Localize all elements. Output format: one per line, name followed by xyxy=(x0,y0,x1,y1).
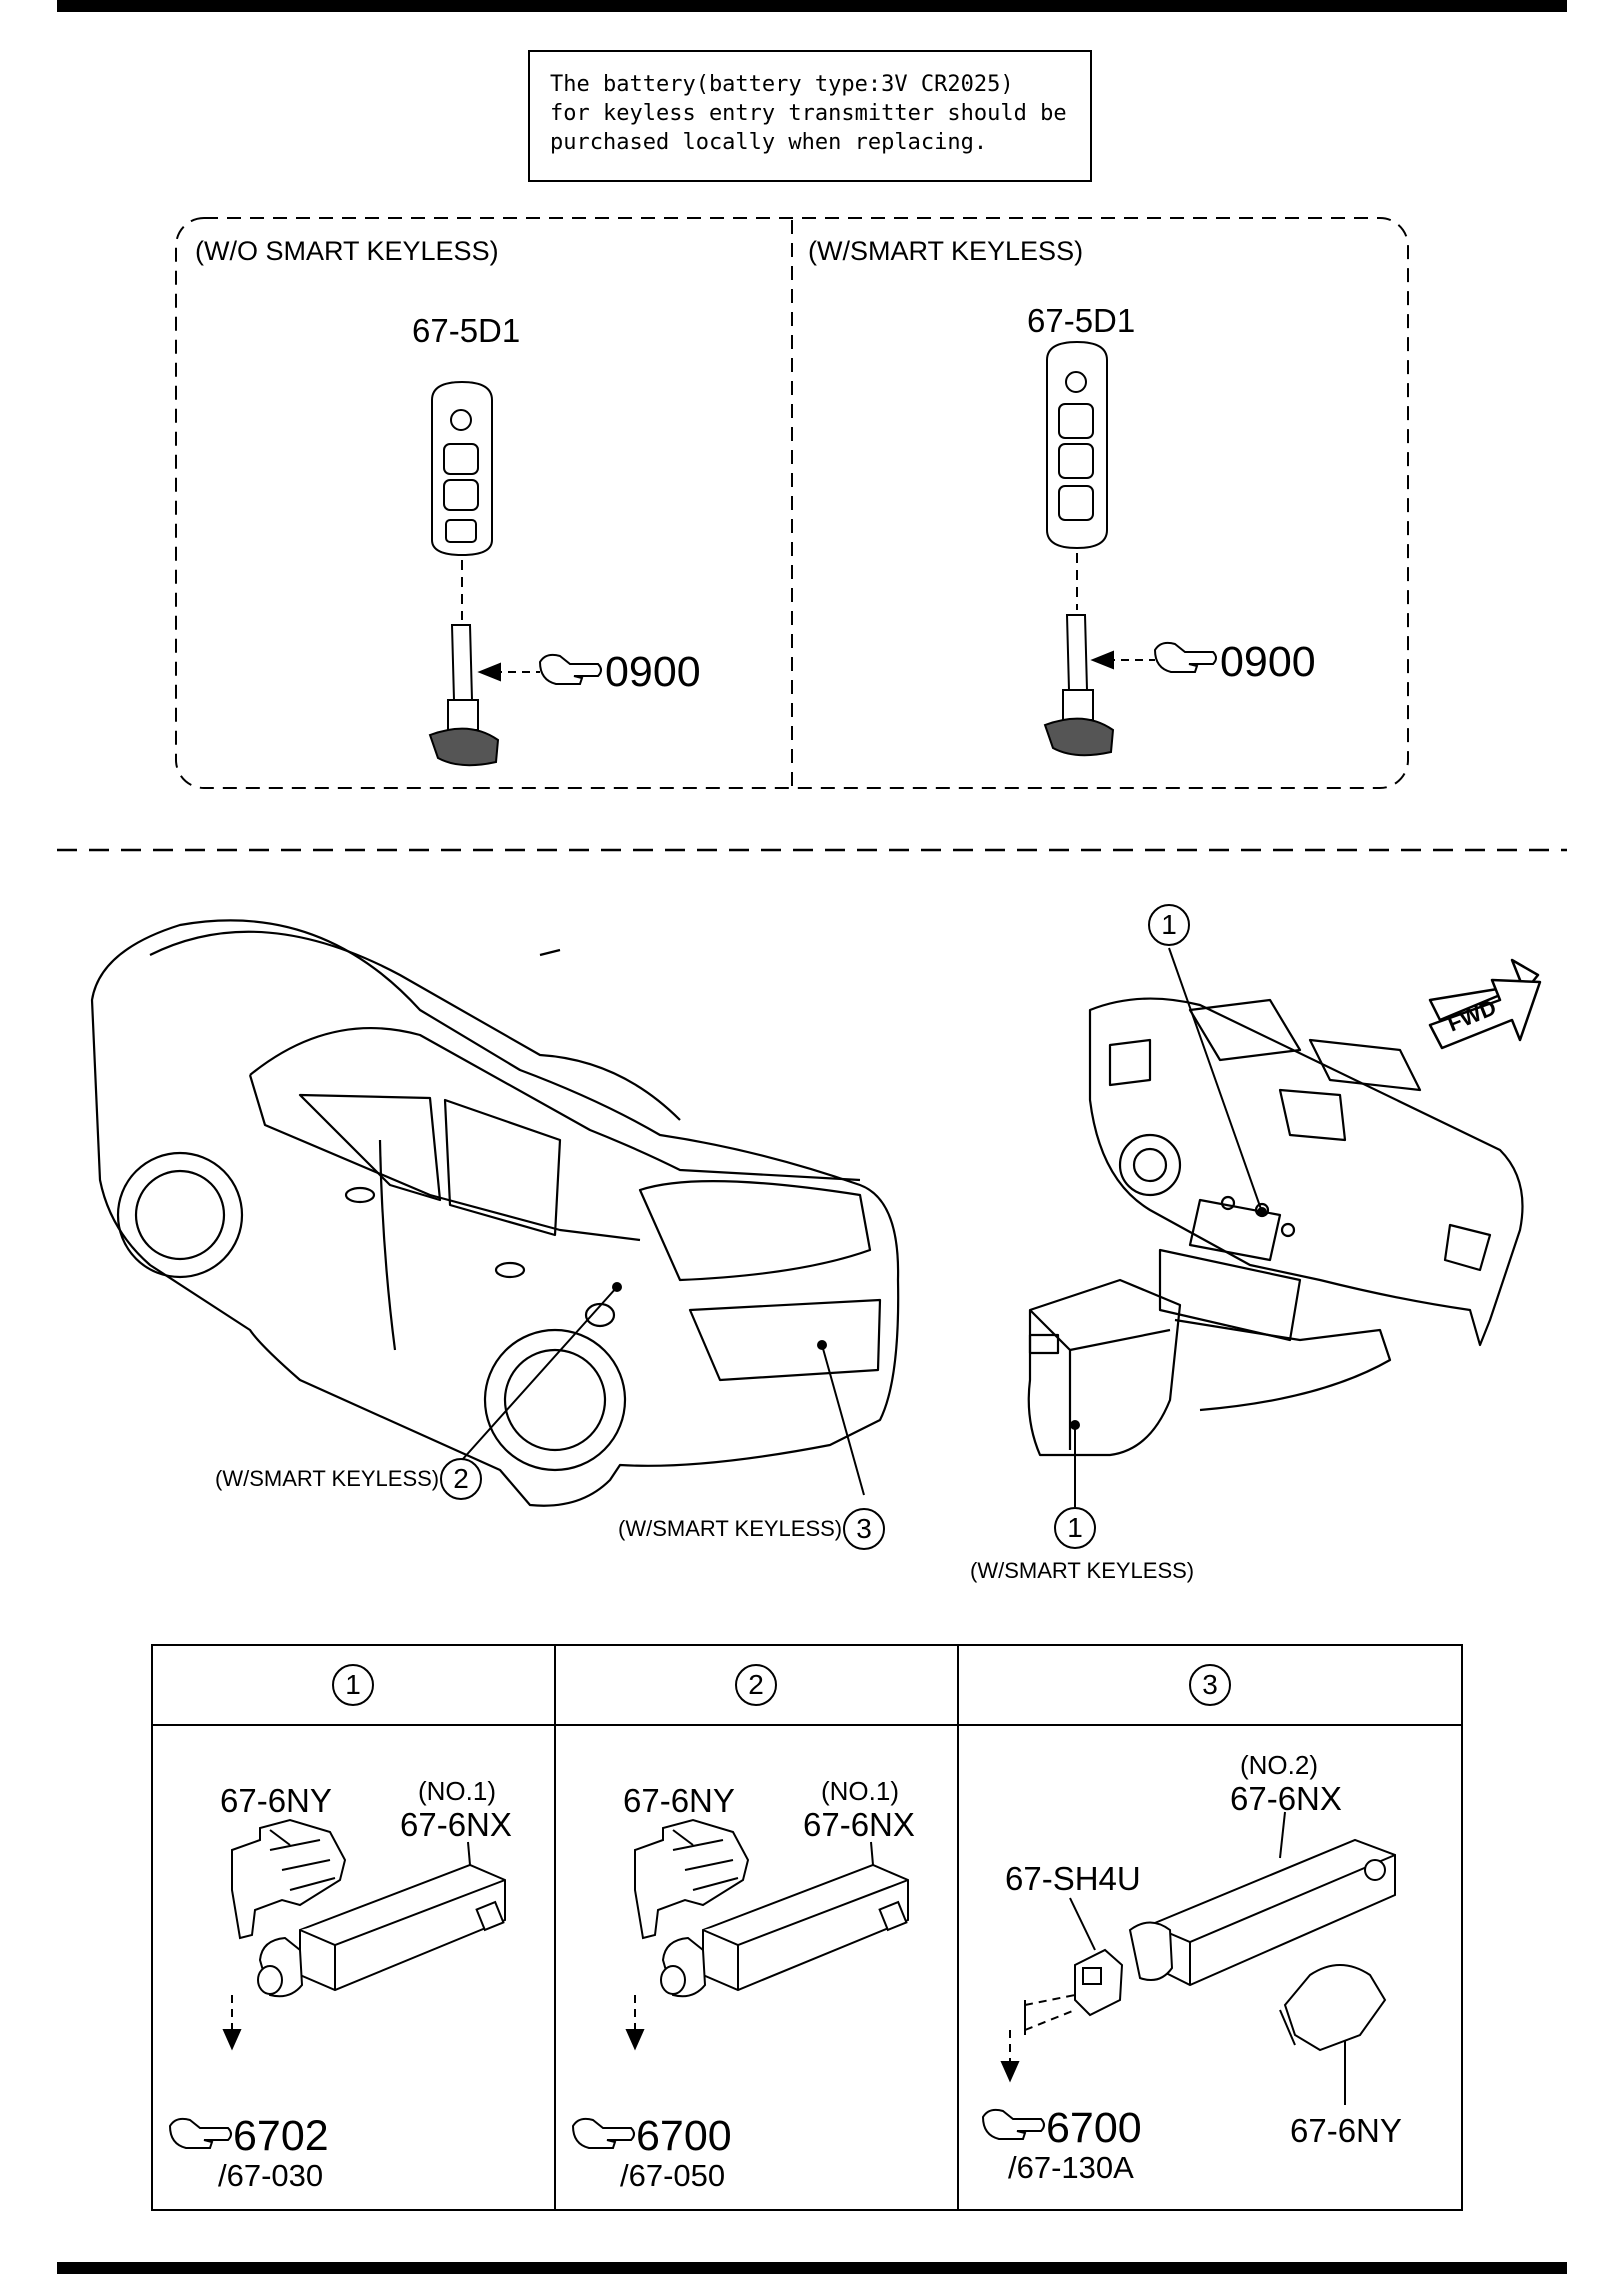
antenna-cover-icon xyxy=(1074,1948,1124,2017)
callout-3-rear-bumper: 3 xyxy=(843,1508,885,1550)
antenna-bracket-icon xyxy=(1279,1964,1387,2052)
reference-number: 6700 xyxy=(636,2112,732,2160)
reference-number: 0900 xyxy=(605,648,701,696)
table-header-1: 1 xyxy=(332,1664,374,1706)
antenna-number-label: (NO.1) xyxy=(821,1776,899,1806)
note-line: purchased locally when replacing. xyxy=(550,130,988,155)
reference-number: 6700 xyxy=(1046,2104,1142,2152)
vehicle-illustration xyxy=(90,919,900,1507)
antenna-bracket-icon xyxy=(231,1818,347,1940)
top-border-bar xyxy=(57,0,1567,12)
reference-sub: /67-130A xyxy=(1008,2150,1134,2185)
reference-arrow xyxy=(1000,2030,1020,2083)
part-number-transmitter: 67-5D1 xyxy=(1027,302,1136,339)
callout-3-condition: (W/SMART KEYLESS) xyxy=(618,1516,843,1541)
reference-sub: /67-030 xyxy=(218,2158,324,2193)
part-number-transmitter: 67-5D1 xyxy=(412,312,521,349)
battery-note-box: The battery(battery type:3V CR2025) for … xyxy=(528,50,1092,182)
antenna-bracket-icon xyxy=(634,1818,750,1940)
antenna-unit-icon xyxy=(660,1863,909,1998)
mechanical-key-icon xyxy=(428,624,500,767)
reference-arrow xyxy=(222,1995,242,2051)
table-header-2: 2 xyxy=(735,1664,777,1706)
callout-2-condition: (W/SMART KEYLESS) xyxy=(215,1466,440,1491)
key-panel-frame xyxy=(175,217,1409,789)
antenna-part-number: 67-6NX xyxy=(400,1806,512,1843)
callout-1-condition: (W/SMART KEYLESS) xyxy=(970,1558,1195,1583)
reference-arrow xyxy=(625,1995,645,2051)
condition-label-with-smart-keyless: (W/SMART KEYLESS) xyxy=(808,236,1084,266)
bracket-part-number: 67-6NY xyxy=(623,1782,735,1819)
bracket-part-number: 67-6NY xyxy=(220,1782,332,1819)
reference-arrow xyxy=(477,662,540,682)
dashboard-console-illustration xyxy=(1027,997,1524,1457)
pointing-hand-icon xyxy=(538,653,602,685)
parts-table-grid xyxy=(151,1644,1463,2211)
cover-part-number: 67-SH4U xyxy=(1005,1860,1141,1897)
key-fob-icon xyxy=(1046,340,1108,550)
mechanical-key-icon xyxy=(1043,614,1115,757)
note-line: The battery(battery type:3V CR2025) xyxy=(550,72,1014,97)
pointing-hand-icon xyxy=(571,2117,635,2149)
antenna-number-label: (NO.1) xyxy=(418,1776,496,1806)
reference-sub: /67-050 xyxy=(620,2158,726,2193)
antenna-unit-icon xyxy=(1128,1838,1396,1987)
pointing-hand-icon xyxy=(1153,641,1217,673)
pointing-hand-icon xyxy=(168,2117,232,2149)
forward-direction-arrow xyxy=(1428,958,1542,1050)
note-line: for keyless entry transmitter should be xyxy=(550,101,1067,126)
reference-arrow xyxy=(1090,650,1155,670)
antenna-part-number: 67-6NX xyxy=(803,1806,915,1843)
pointing-hand-icon xyxy=(981,2108,1045,2140)
callout-1-dashboard: 1 xyxy=(1148,904,1190,946)
callout-1-console: 1 xyxy=(1054,1507,1096,1549)
callout-2-rear-door: 2 xyxy=(440,1458,482,1500)
key-fob-icon xyxy=(431,380,493,557)
bracket-part-number: 67-6NY xyxy=(1290,2112,1402,2149)
antenna-part-number: 67-6NX xyxy=(1230,1780,1342,1817)
reference-number: 6702 xyxy=(233,2112,329,2160)
bottom-border-bar xyxy=(57,2262,1567,2274)
reference-number: 0900 xyxy=(1220,638,1316,686)
antenna-number-label: (NO.2) xyxy=(1240,1750,1318,1780)
condition-label-without-smart-keyless: (W/O SMART KEYLESS) xyxy=(195,236,499,266)
table-header-3: 3 xyxy=(1189,1664,1231,1706)
